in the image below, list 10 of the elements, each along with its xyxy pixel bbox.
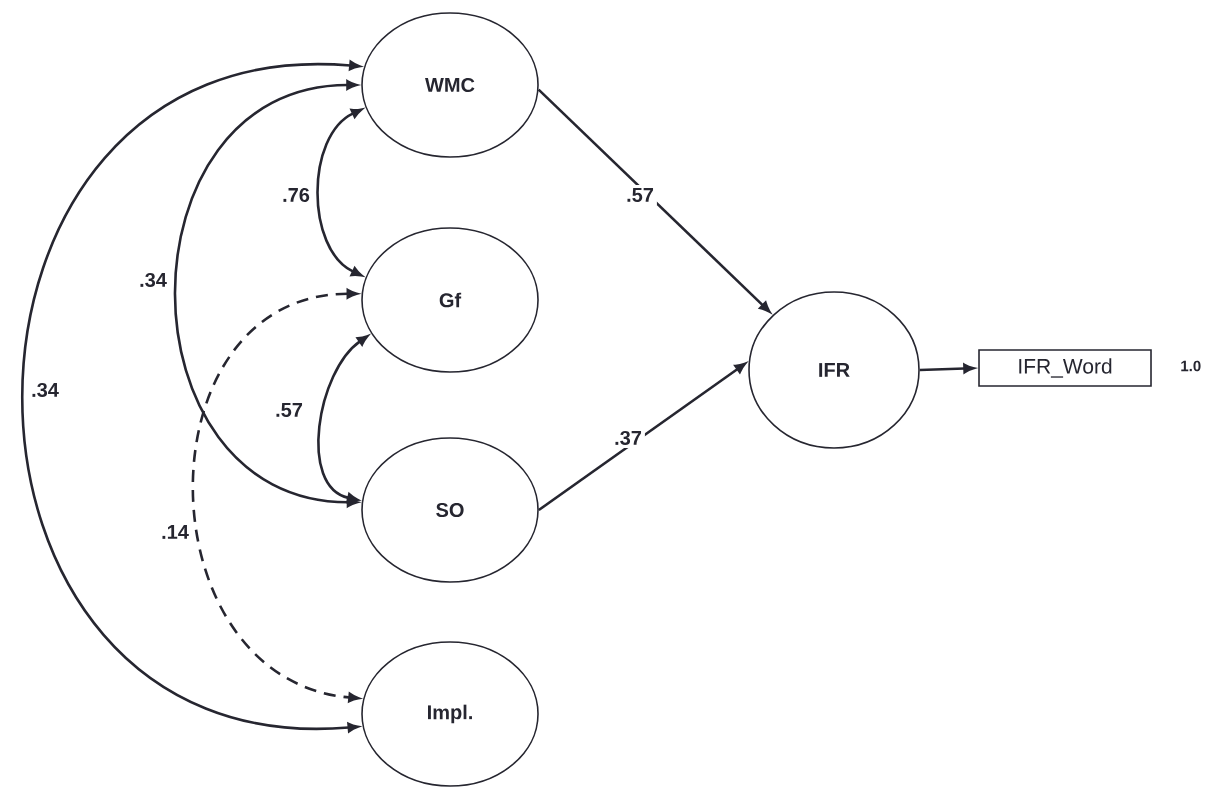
edge-label: .57 [623,185,657,205]
arrow [538,362,746,512]
edge-label: .14 [158,522,192,542]
edge-label: .34 [28,379,62,401]
arrow [537,88,771,313]
edge-label: .34 [136,269,170,291]
arrow [919,363,975,374]
observed-variable-box: IFR_Word [978,349,1152,387]
beside-label: 1.0 [1181,360,1201,372]
edge-label: .37 [611,427,645,449]
